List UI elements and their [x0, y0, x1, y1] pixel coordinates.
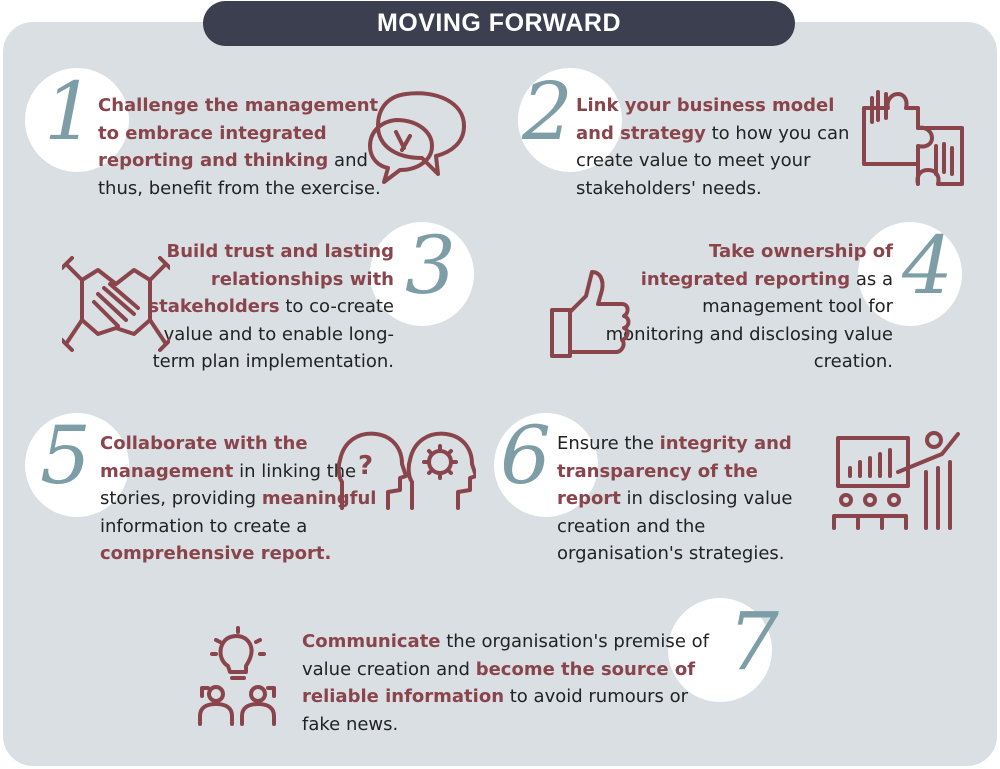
item-number: 4	[902, 219, 953, 312]
svg-text:?: ?	[358, 451, 373, 481]
presentation-icon	[830, 428, 966, 532]
number-circle	[494, 413, 598, 517]
title-banner: MOVING FORWARD	[203, 1, 795, 46]
thinking-heads-icon: ?	[336, 430, 476, 512]
number-circle	[25, 68, 129, 172]
item-text: Take ownership of integrated reporting a…	[605, 241, 893, 372]
number-circle	[518, 68, 622, 172]
thumbs-up-icon	[548, 268, 632, 360]
item-text: Challenge the management to embrace inte…	[98, 95, 381, 199]
idea-people-icon	[196, 626, 280, 726]
item-number: 2	[522, 65, 573, 158]
item-text: Build trust and lasting relationships wi…	[148, 241, 394, 372]
puzzle-hands-icon	[858, 88, 968, 188]
page-title: MOVING FORWARD	[376, 9, 622, 37]
item-number: 5	[40, 409, 91, 502]
item-number: 7	[728, 595, 779, 688]
item-text: Ensure the integrity and transparency of…	[557, 433, 793, 564]
item-text: Link your business model and strategy to…	[576, 95, 850, 199]
number-circle	[668, 598, 772, 702]
item-text: Communicate the organisation's premise o…	[302, 631, 709, 735]
item-number: 6	[500, 409, 551, 502]
speech-bubbles-icon	[366, 86, 474, 186]
item-number: 3	[405, 219, 456, 312]
background-panel	[3, 22, 997, 766]
number-circle	[858, 222, 962, 326]
number-circle	[370, 222, 474, 326]
handshake-icon	[62, 250, 170, 360]
item-text: Collaborate with the management in linki…	[100, 433, 377, 564]
item-number: 1	[44, 65, 95, 158]
number-circle	[25, 413, 129, 517]
